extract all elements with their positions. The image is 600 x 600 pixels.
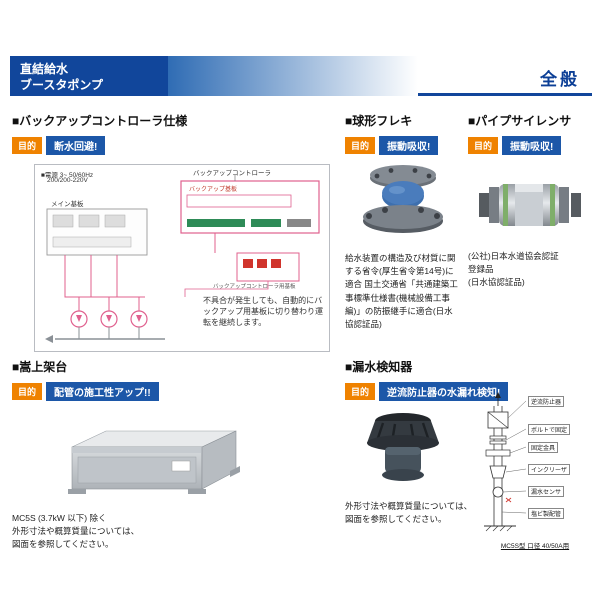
section-pipe-silencer: ■パイプサイレンサ 目的 振動吸収! xyxy=(468,112,592,290)
diagram-backup-board-label: バックアップ基板 xyxy=(189,187,238,193)
silencer-purpose-row: 目的 振動吸収! xyxy=(468,136,592,155)
diagram-power-note-line2: 200/200-220V xyxy=(47,177,88,184)
drawing-label-leak-sensor: 漏水センサ xyxy=(528,486,565,497)
section-raised-base: ■嵩上架台 目的 配管の施工性アップ!! xyxy=(12,358,342,552)
flex-purpose-row: 目的 振動吸収! xyxy=(345,136,461,155)
diagram-main-board-label: メイン基板 xyxy=(51,201,84,208)
product-name-line1: 直結給水 xyxy=(20,62,69,76)
drawing-caption: MC5S型 口径 40/50A用 xyxy=(500,543,570,550)
section-spherical-flex: ■球形フレキ 目的 振動吸収! xyxy=(345,112,461,331)
backup-controller-title: ■バックアップコントローラ仕様 xyxy=(12,114,188,128)
diagram-controller-label: バックアップコントローラ xyxy=(193,170,271,177)
drawing-label-bolt-fix: ボルトで固定 xyxy=(528,424,571,435)
pipe-silencer-image xyxy=(479,184,581,226)
drawing-label-check-valve: 逆流防止器 xyxy=(528,396,565,407)
installation-drawing: 逆流防止器 ボルトで固定 固定金具 インクリーザ 漏水センサ 塩ビ製配管 MC5… xyxy=(476,390,594,550)
wiring-diagram: ■電源 3~ 50/60Hz 200/200-220V バックアップコントローラ… xyxy=(34,164,330,352)
drawing-label-increaser: インクリーザ xyxy=(528,464,570,475)
leak-note-line2: 図面を参照してください。 xyxy=(345,514,447,525)
page-header: 直結給水 ブースタポンプ 全般 xyxy=(10,56,592,96)
leak-note-line1: 外形寸法や概算質量については、 xyxy=(345,501,473,511)
product-name-line2: ブースタポンプ xyxy=(20,78,104,93)
raised-base-image xyxy=(68,430,240,494)
wiring-diagram-graphics xyxy=(45,175,320,343)
purpose-tag: 目的 xyxy=(345,137,376,154)
leak-purpose-value: 逆流防止器の水漏れ検知! xyxy=(379,382,509,401)
silencer-description-line1: (公社)日本水道協会認証 xyxy=(468,251,559,261)
silencer-purpose-value: 振動吸収! xyxy=(502,136,562,155)
base-note-line3: 図面を参照してください。 xyxy=(12,539,114,550)
category-label: 全般 xyxy=(540,70,580,89)
raised-base-photo xyxy=(54,409,342,504)
pipe-silencer-photo xyxy=(468,173,592,240)
purpose-tag: 目的 xyxy=(468,137,499,154)
drawing-label-pvc-pipe: 塩ビ製配管 xyxy=(528,508,565,519)
drawing-label-bracket: 固定金具 xyxy=(528,442,559,453)
base-purpose-value: 配管の施工性アップ!! xyxy=(46,382,159,401)
diagram-description: 不具合が発生しても、自動的にバックアップ用基板に切り替わり運転を継続します。 xyxy=(203,296,323,328)
silencer-description-line2: 登録品 xyxy=(468,264,494,275)
header-gradient-bar xyxy=(168,56,418,96)
category-area: 全般 xyxy=(418,56,592,96)
pipe-silencer-title: ■パイプサイレンサ xyxy=(468,114,572,128)
base-note-line2: 外形寸法や概算質量については、 xyxy=(12,526,140,537)
raised-base-title: ■嵩上架台 xyxy=(12,360,68,374)
flex-purpose-value: 振動吸収! xyxy=(379,136,439,155)
leak-purpose-row: 目的 逆流防止器の水漏れ検知! xyxy=(345,382,509,401)
spherical-flex-title: ■球形フレキ xyxy=(345,114,413,128)
section-backup-controller: ■バックアップコントローラ仕様 目的 断水回避! xyxy=(12,112,342,352)
leak-detector-image xyxy=(367,413,439,481)
backup-purpose-row: 目的 断水回避! xyxy=(12,136,342,155)
flex-description: 給水装置の構造及び材質に関する省令(厚生省令第14号)に適合 国土交通省「共通建… xyxy=(345,253,458,329)
purpose-tag: 目的 xyxy=(12,137,43,154)
section-installation-drawing: 逆流防止器 ボルトで固定 固定金具 インクリーザ 漏水センサ 塩ビ製配管 MC5… xyxy=(476,390,594,552)
diagram-power-note-line1: ■電源 3~ 50/60Hz xyxy=(41,172,94,179)
flex-joint-image xyxy=(363,165,443,233)
leak-detector-photo xyxy=(357,409,480,494)
installation-drawing-graphics xyxy=(484,392,527,532)
flex-joint-photo xyxy=(345,163,461,244)
purpose-tag: 目的 xyxy=(12,383,43,400)
silencer-description-line3: (日水協認証品) xyxy=(468,277,525,288)
backup-purpose-value: 断水回避! xyxy=(46,136,106,155)
base-purpose-row: 目的 配管の施工性アップ!! xyxy=(12,382,342,401)
base-note-line1: MC5S (3.7kW 以下) 除く xyxy=(12,513,107,523)
leak-detector-title: ■漏水検知器 xyxy=(345,360,413,374)
section-leak-detector: ■漏水検知器 目的 逆流防止器の水漏れ検知! 外形寸法や概算質量については、 図… xyxy=(345,358,509,526)
diagram-board-caption: バックアップコントローラ用基板 xyxy=(213,284,296,290)
purpose-tag: 目的 xyxy=(345,383,376,400)
product-name-box: 直結給水 ブースタポンプ xyxy=(10,56,168,96)
